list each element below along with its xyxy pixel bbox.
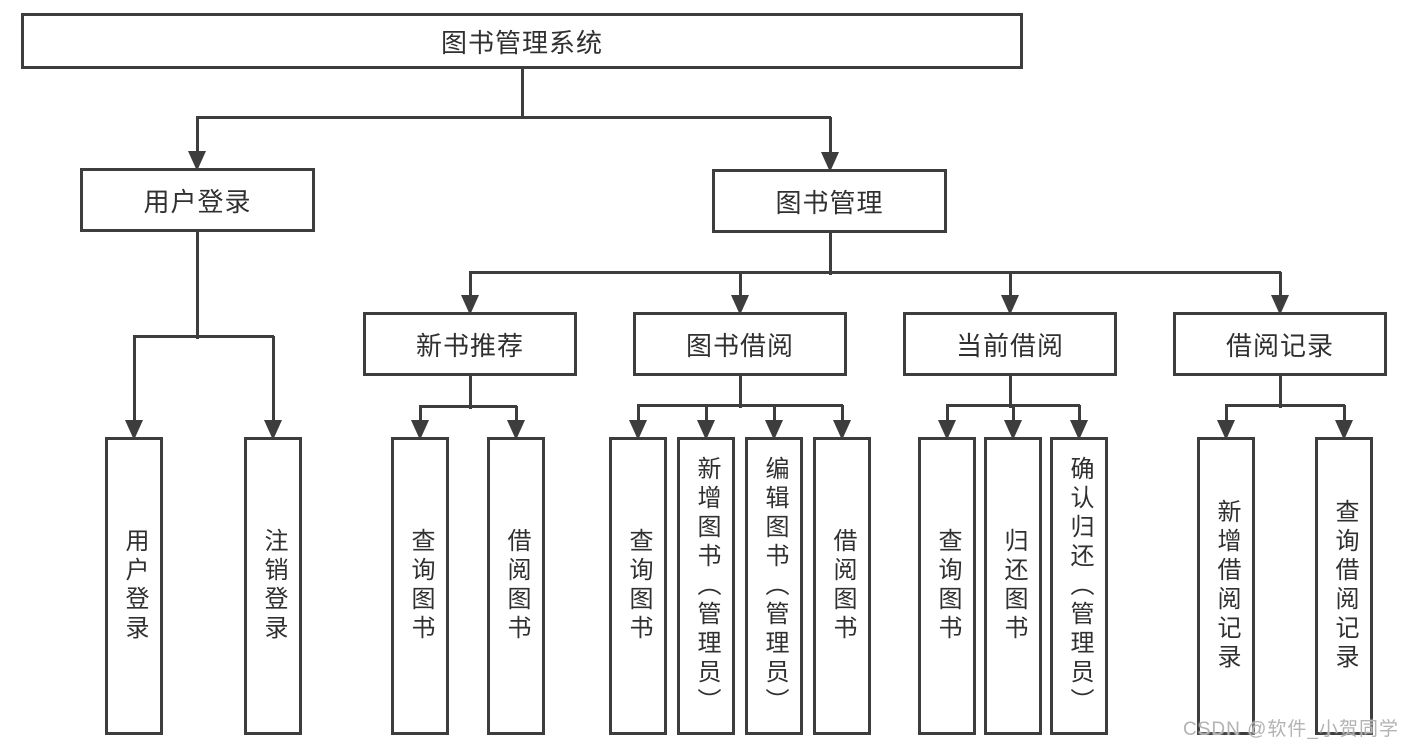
connector-line (196, 116, 831, 119)
arrow-down-icon (629, 420, 647, 440)
node-borrow-lend: 借阅图书 (813, 437, 871, 735)
arrow-down-icon (1070, 420, 1088, 440)
node-records-query: 查询借阅记录 (1315, 437, 1373, 735)
arrow-down-icon (1004, 420, 1022, 440)
node-borrow-edit: 编辑图书（管理员） (745, 437, 803, 735)
node-current: 当前借阅 (903, 312, 1117, 376)
connector-line (1279, 374, 1282, 408)
arrow-down-icon (938, 420, 956, 440)
connector-line (469, 271, 1281, 274)
arrow-down-icon (1271, 295, 1289, 315)
connector-line (1012, 405, 1015, 422)
arrow-down-icon (821, 152, 839, 172)
arrow-down-icon (411, 420, 429, 440)
connector-line (521, 66, 524, 119)
node-current-query: 查询图书 (918, 437, 976, 735)
connector-line (133, 336, 136, 422)
arrow-down-icon (1001, 295, 1019, 315)
connector-line (469, 272, 472, 298)
node-records-add: 新增借阅记录 (1197, 437, 1255, 735)
node-borrow-add: 新增图书（管理员） (677, 437, 735, 735)
connector-line (1279, 272, 1282, 298)
connector-line (637, 405, 640, 422)
connector-line (469, 374, 472, 409)
node-login-user: 用户登录 (105, 437, 163, 735)
node-manage: 图书管理 (712, 169, 947, 233)
arrow-down-icon (507, 420, 525, 440)
connector-line (1225, 405, 1228, 422)
connector-line (946, 404, 1080, 407)
node-login-logout: 注销登录 (244, 437, 302, 735)
connector-line (829, 231, 832, 275)
connector-line (133, 335, 274, 338)
connector-line (419, 405, 517, 408)
connector-line (1009, 374, 1012, 408)
arrow-down-icon (188, 151, 206, 171)
connector-line (946, 405, 949, 422)
node-current-confirm: 确认归还（管理员） (1050, 437, 1108, 735)
arrow-down-icon (833, 420, 851, 440)
connector-line (515, 406, 518, 422)
node-login: 用户登录 (80, 168, 315, 232)
node-records: 借阅记录 (1173, 312, 1387, 376)
connector-line (272, 336, 275, 422)
arrow-down-icon (731, 295, 749, 315)
connector-line (1225, 404, 1345, 407)
connector-line (196, 117, 199, 154)
connector-line (705, 405, 708, 422)
node-recommend: 新书推荐 (363, 312, 577, 376)
node-root: 图书管理系统 (21, 13, 1023, 69)
arrow-down-icon (1335, 420, 1353, 440)
connector-line (1078, 405, 1081, 422)
arrow-down-icon (264, 420, 282, 440)
connector-line (739, 374, 742, 408)
connector-line (773, 405, 776, 422)
connector-line (841, 405, 844, 422)
connector-line (829, 117, 832, 154)
arrow-down-icon (1217, 420, 1235, 440)
connector-line (1343, 405, 1346, 422)
connector-line (1009, 272, 1012, 298)
node-recommend-borrow: 借阅图书 (487, 437, 545, 735)
connector-line (419, 406, 422, 422)
arrow-down-icon (461, 295, 479, 315)
arrow-down-icon (125, 420, 143, 440)
node-current-return: 归还图书 (984, 437, 1042, 735)
csdn-watermark: CSDN @软件_小贺同学 (1183, 719, 1399, 740)
node-borrow: 图书借阅 (633, 312, 847, 376)
node-borrow-query: 查询图书 (609, 437, 667, 735)
node-recommend-query: 查询图书 (391, 437, 449, 735)
arrow-down-icon (697, 420, 715, 440)
connector-line (739, 272, 742, 298)
arrow-down-icon (765, 420, 783, 440)
connector-line (637, 404, 843, 407)
connector-line (196, 230, 199, 339)
